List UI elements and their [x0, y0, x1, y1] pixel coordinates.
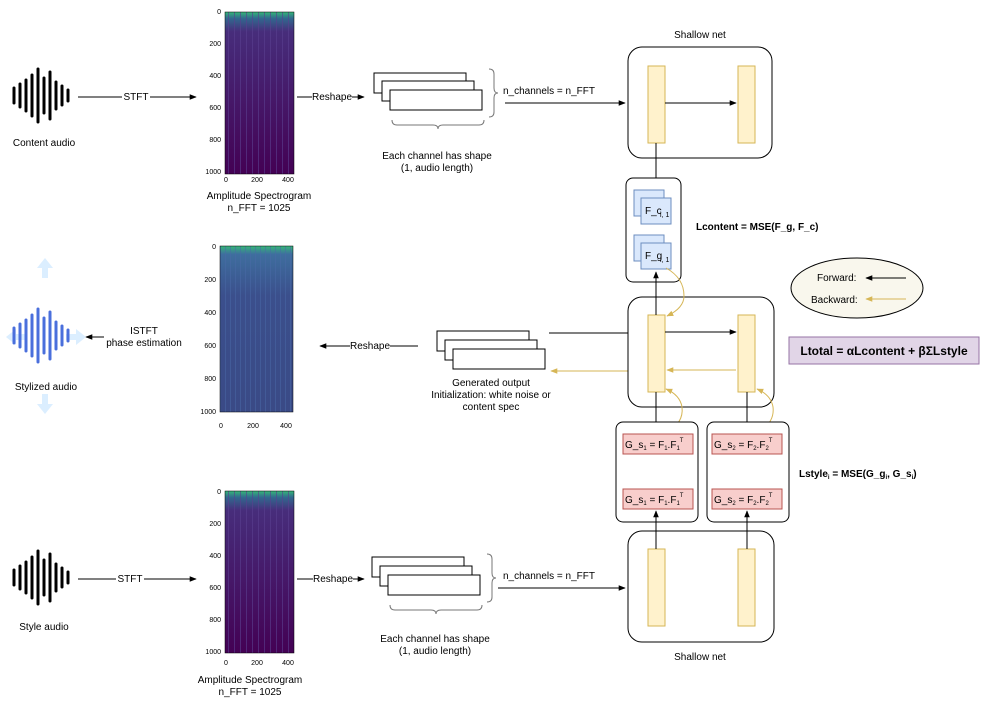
svg-text:0: 0	[219, 423, 223, 430]
channel-caption-top-2: (1, audio length)	[401, 163, 473, 174]
total-loss-label: Ltotal = αLcontent + βΣLstyle	[800, 344, 968, 358]
svg-text:G_s2 = F2.F2T: G_s2 = F2.F2T	[714, 493, 773, 507]
svg-text:1000: 1000	[205, 649, 221, 656]
content-audio-waveform-icon	[12, 67, 70, 124]
gram-s-left: G_s1 = F1.F1T	[622, 488, 694, 510]
shallow-net-label-top: Shallow net	[674, 30, 726, 41]
content-spectrogram	[224, 11, 295, 175]
content-loss-label: Lcontent = MSE(F_g, F_c)	[696, 222, 819, 233]
svg-text:i, 1: i, 1	[660, 212, 669, 219]
svg-text:i, 1: i, 1	[660, 257, 669, 264]
brace-bottom-bottom	[389, 604, 483, 615]
legend	[790, 257, 924, 319]
legend-forward-label: Forward:	[817, 273, 856, 284]
fg-feature-maps: F_g i, 1	[633, 234, 672, 270]
spectrogram-caption-bottom-1: Amplitude Spectrogram	[198, 675, 303, 686]
brace-right-top	[488, 68, 499, 118]
gram-s-right: G_s2 = F2.F2T	[711, 488, 783, 510]
svg-text:200: 200	[251, 177, 263, 184]
reshape-label-top: Reshape	[312, 92, 352, 103]
svg-text:200: 200	[251, 660, 263, 667]
svg-text:200: 200	[204, 277, 216, 284]
generated-output-caption-2: Initialization: white noise or	[431, 390, 551, 401]
style-spectrogram-axes: 0 200 400 600 800 1000 0 200 400	[205, 489, 294, 667]
net-top-layer-1	[647, 65, 666, 144]
style-loss-label: Lstylei = MSE(G_gi, G_si)	[799, 469, 917, 481]
stylized-spectrogram	[219, 245, 294, 413]
svg-text:200: 200	[209, 521, 221, 528]
stft-label-bottom: STFT	[118, 574, 143, 585]
style-spectrogram	[224, 490, 295, 654]
spectrogram-caption-bottom-2: n_FFT = 1025	[219, 687, 282, 698]
svg-text:400: 400	[204, 310, 216, 317]
svg-text:G_s1 = F1.F1T: G_s1 = F1.F1T	[625, 438, 684, 452]
spectrogram-caption-top-1: Amplitude Spectrogram	[207, 191, 312, 202]
total-loss-box	[788, 336, 980, 365]
svg-text:F_c: F_c	[645, 206, 662, 217]
svg-text:600: 600	[204, 343, 216, 350]
istft-label: ISTFT	[130, 326, 158, 337]
svg-text:400: 400	[280, 423, 292, 430]
channel-caption-top-1: Each channel has shape	[382, 151, 492, 162]
generated-output-caption-3: content spec	[463, 402, 520, 413]
net-middle-layer-1	[647, 314, 666, 393]
reshape-label-middle: Reshape	[350, 341, 390, 352]
brace-right-bottom	[486, 553, 497, 603]
svg-text:0: 0	[224, 660, 228, 667]
channel-caption-bottom-1: Each channel has shape	[380, 634, 490, 645]
svg-text:0: 0	[217, 9, 221, 16]
reshape-label-bottom: Reshape	[313, 574, 353, 585]
svg-text:400: 400	[209, 73, 221, 80]
svg-text:400: 400	[209, 553, 221, 560]
generated-output-caption-1: Generated output	[452, 378, 530, 389]
net-bottom-layer-2	[737, 548, 756, 627]
brace-bottom-top	[391, 119, 485, 130]
svg-text:200: 200	[247, 423, 259, 430]
content-audio-label: Content audio	[13, 138, 76, 149]
channel-caption-bottom-2: (1, audio length)	[399, 646, 471, 657]
style-audio-waveform-icon	[12, 549, 70, 606]
svg-text:400: 400	[282, 660, 294, 667]
svg-text:0: 0	[217, 489, 221, 496]
gram-g-left: G_s1 = F1.F1T	[622, 433, 694, 455]
svg-text:0: 0	[224, 177, 228, 184]
svg-text:400: 400	[282, 177, 294, 184]
svg-text:1000: 1000	[205, 169, 221, 176]
nchannels-label-top: n_channels = n_FFT	[503, 86, 595, 97]
svg-text:800: 800	[209, 137, 221, 144]
gram-g-right: G_s2 = F2.F2T	[711, 433, 783, 455]
stft-label-top: STFT	[124, 92, 149, 103]
svg-text:600: 600	[209, 105, 221, 112]
channel-stack-top	[373, 72, 483, 111]
svg-text:800: 800	[209, 617, 221, 624]
nchannels-label-bottom: n_channels = n_FFT	[503, 571, 595, 582]
svg-text:800: 800	[204, 376, 216, 383]
stylized-spectrogram-axes: 0 200 400 600 800 1000 0 200 400	[200, 244, 292, 430]
svg-text:G_s2 = F2.F2T: G_s2 = F2.F2T	[714, 438, 773, 452]
generated-output-stack	[436, 330, 546, 370]
net-top-layer-2	[737, 65, 756, 144]
svg-text:G_s1 = F1.F1T: G_s1 = F1.F1T	[625, 493, 684, 507]
svg-text:0: 0	[212, 244, 216, 251]
fc-feature-maps: F_c i, 1	[633, 189, 672, 225]
content-spectrogram-axes: 0 200 400 600 800 1000 0 200 400	[205, 9, 294, 184]
svg-text:F_g: F_g	[645, 251, 662, 262]
svg-text:600: 600	[209, 585, 221, 592]
svg-text:1000: 1000	[200, 409, 216, 416]
fg-backward-curve	[665, 267, 685, 317]
phase-estimation-label: phase estimation	[106, 338, 182, 349]
legend-backward-label: Backward:	[811, 295, 858, 306]
spectrogram-caption-top-2: n_FFT = 1025	[228, 203, 291, 214]
stylized-audio-label: Stylized audio	[15, 382, 78, 393]
net-middle-layer-2	[737, 314, 756, 393]
net-bottom-layer-1	[647, 548, 666, 627]
shallow-net-label-bottom: Shallow net	[674, 652, 726, 663]
svg-text:200: 200	[209, 41, 221, 48]
style-audio-label: Style audio	[19, 622, 69, 633]
stylized-audio-waveform-icon	[6, 258, 86, 414]
channel-stack-bottom	[371, 556, 481, 596]
